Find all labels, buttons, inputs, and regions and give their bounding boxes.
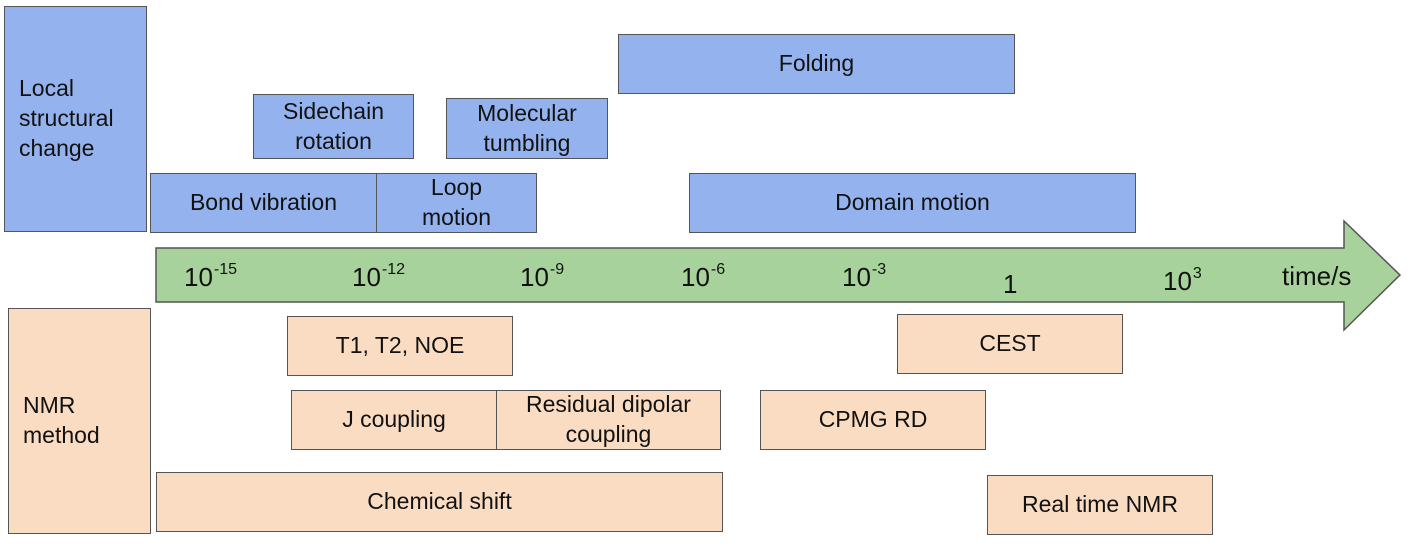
- domain-motion-box: Domain motion: [689, 173, 1136, 233]
- timescale-arrow-shape: [155, 219, 1402, 332]
- molecular-tumbling-box: Molecular tumbling: [446, 98, 608, 159]
- tick-label: 10-3: [842, 261, 887, 292]
- folding-box: Folding: [618, 34, 1015, 94]
- loop-motion-box: Loop motion: [376, 173, 537, 233]
- local-structural-change-label: Local structural change: [4, 6, 147, 232]
- tick-label: 10-12: [352, 261, 406, 292]
- tick-label: 10-9: [520, 261, 565, 292]
- sidechain-rotation-box: Sidechain rotation: [253, 94, 414, 159]
- residual-dipolar-coupling-box: Residual dipolar coupling: [496, 390, 721, 450]
- tick-label: 103: [1163, 265, 1202, 296]
- tick-label: 10-6: [681, 261, 726, 292]
- cest-box: CEST: [897, 314, 1123, 374]
- tick-label: 10-15: [184, 261, 238, 292]
- tick-label: 1: [1003, 269, 1018, 299]
- cpmg-rd-box: CPMG RD: [760, 390, 986, 450]
- axis-label: time/s: [1282, 261, 1352, 291]
- j-coupling-box: J coupling: [291, 390, 497, 450]
- bond-vibration-box: Bond vibration: [150, 173, 377, 233]
- nmr-method-label: NMR method: [8, 308, 151, 534]
- chemical-shift-box: Chemical shift: [156, 472, 723, 532]
- t1-t2-noe-box: T1, T2, NOE: [287, 316, 513, 376]
- real-time-nmr-box: Real time NMR: [987, 475, 1213, 535]
